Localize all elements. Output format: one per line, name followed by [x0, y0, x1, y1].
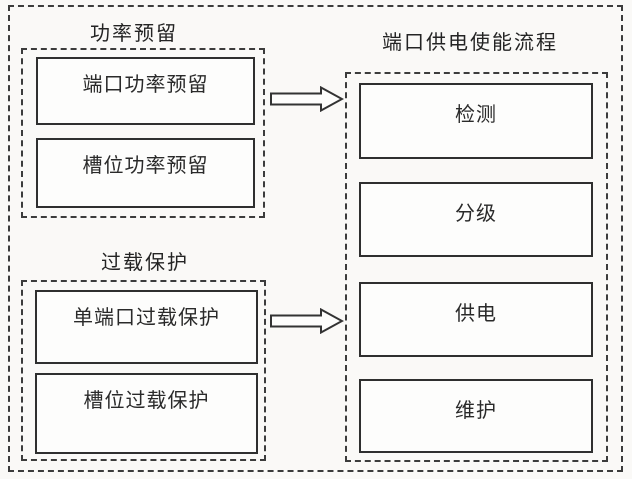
box-port-power-reservation: 端口功率预留 [36, 57, 255, 125]
box-step-maintenance: 维护 [359, 379, 593, 453]
right-arrow-icon-power-reservation [270, 86, 344, 112]
box-step-classification: 分级 [359, 182, 593, 257]
overload-protection-group-box [21, 280, 266, 461]
port-power-enable-flow-group-box [345, 72, 608, 462]
right-arrow-icon-overload-protection [270, 308, 344, 334]
port-power-enable-flow-title: 端口供电使能流程 [382, 32, 558, 54]
box-step-detection: 检测 [359, 83, 593, 159]
box-step-power-supply: 供电 [359, 282, 593, 357]
overload-protection-title: 过载保护 [101, 252, 189, 274]
box-slot-power-reservation: 槽位功率预留 [36, 138, 255, 208]
power-reservation-title: 功率预留 [90, 23, 178, 45]
power-reservation-group-box [21, 48, 265, 218]
outer-dashed-frame [8, 5, 623, 472]
box-slot-overload-protection: 槽位过载保护 [35, 373, 258, 454]
box-single-port-overload-protection: 单端口过载保护 [35, 290, 258, 364]
